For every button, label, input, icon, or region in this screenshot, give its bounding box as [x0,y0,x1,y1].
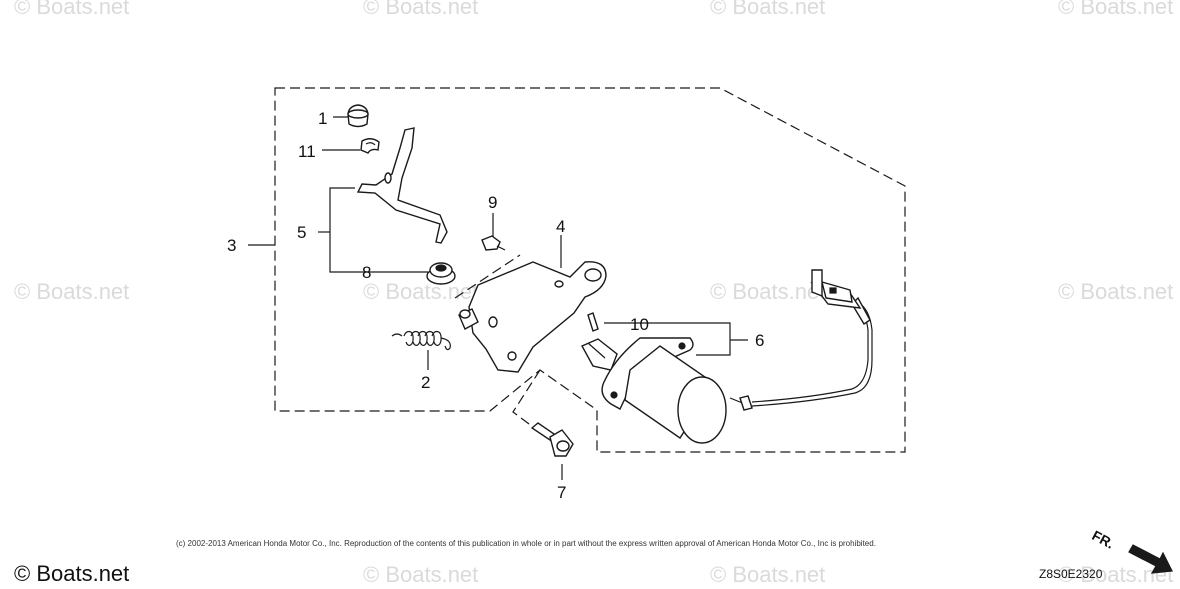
part-9-bolt [481,235,506,251]
assembly-outline [274,87,906,453]
watermark-text: © Boats.net [710,279,825,304]
part-11-clip [360,138,380,154]
callout-10: 10 [630,315,649,334]
watermark-text: © Boats.net [363,0,478,19]
part-8-grommet [426,262,456,285]
part-6-solenoid [581,269,873,444]
copyright-notice: (c) 2002-2013 American Honda Motor Co., … [176,539,876,548]
watermark-text: © Boats.net [1058,279,1173,304]
callout-8: 8 [362,263,371,282]
part-1-cap [347,104,369,128]
callout-11: 11 [298,142,316,161]
callout-labels: 1 11 5 3 8 9 4 10 6 2 7 [227,109,764,502]
drawing-code: Z8S0E2320 [1039,567,1103,581]
watermark-text: © Boats.net [363,279,478,304]
part-2-spring [391,330,451,351]
callout-7: 7 [557,483,566,502]
callout-3: 3 [227,236,236,255]
watermark-text: © Boats.net [14,0,129,19]
part-5-lever [356,127,448,244]
front-direction-arrow [1128,544,1173,574]
leader-lines [248,116,748,480]
part-7-bolt [530,422,574,457]
brand-watermark: © Boats.net [14,561,130,586]
watermark-text: © Boats.net [363,562,478,587]
callout-4: 4 [556,217,565,236]
watermark-text: © Boats.net [710,562,825,587]
watermark-text: © Boats.net [710,0,825,19]
callout-6: 6 [755,331,764,350]
watermark-text: © Boats.net [1058,562,1173,587]
part-4-bracket [458,261,607,373]
part-10-pin [587,312,599,332]
watermark-text: © Boats.net [1058,0,1173,19]
watermark-layer: © Boats.net © Boats.net © Boats.net © Bo… [14,0,1173,587]
watermark-text: © Boats.net [14,279,129,304]
callout-5: 5 [297,223,306,242]
callout-9: 9 [488,193,497,212]
callout-2: 2 [421,373,430,392]
callout-1: 1 [318,109,327,128]
